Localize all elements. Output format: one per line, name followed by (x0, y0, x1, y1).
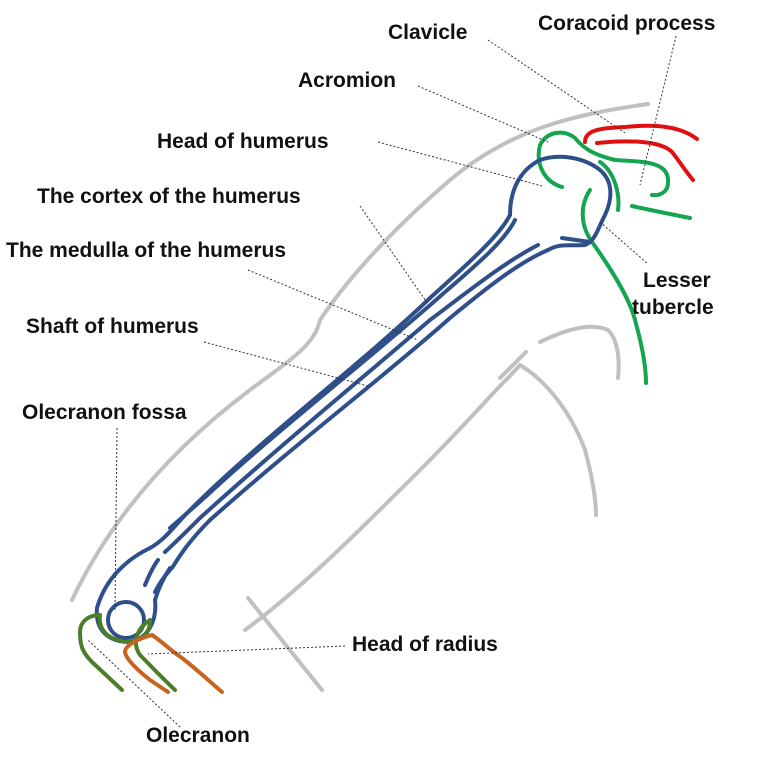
leader-coracoid-process (639, 35, 677, 186)
label-acromion: Acromion (298, 69, 396, 92)
leader-medulla-of-humerus (247, 269, 419, 341)
shoulder-blade-outline (538, 324, 621, 380)
label-head-of-humerus: Head of humerus (157, 130, 329, 153)
forearm-outline (246, 596, 324, 692)
leader-olecranon (87, 639, 181, 728)
leader-head-of-humerus (377, 141, 543, 187)
arm-lower-outline (243, 363, 598, 632)
labels: Clavicle Coracoid process Acromion Head … (6, 12, 715, 747)
humerus-medulla-line-4 (153, 568, 172, 594)
label-lesser-tubercle-line2: tubercle (632, 296, 714, 319)
label-lesser-tubercle-line1: Lesser (643, 269, 711, 292)
label-olecranon: Olecranon (146, 724, 250, 747)
label-head-of-radius: Head of radius (352, 633, 498, 656)
leader-lesser-tubercle (599, 221, 649, 265)
label-medulla-of-humerus: The medulla of the humerus (6, 239, 286, 262)
label-cortex-of-humerus: The cortex of the humerus (37, 185, 301, 208)
humerus-lesser-tubercle-notch (560, 236, 592, 244)
label-coracoid-process: Coracoid process (538, 12, 715, 35)
ulna-bone (78, 613, 177, 692)
leader-shaft-of-humerus (203, 341, 369, 387)
label-shaft-of-humerus: Shaft of humerus (26, 315, 199, 338)
leader-clavicle (487, 39, 626, 134)
humerus-bone (94, 154, 613, 644)
clavicle-bone (583, 123, 699, 182)
arm-upper-outline (70, 102, 650, 602)
leader-head-of-radius (147, 645, 346, 655)
label-clavicle: Clavicle (388, 21, 467, 44)
humerus-head (508, 154, 613, 252)
leader-lines (87, 35, 677, 728)
olecranon-fossa-ring (106, 600, 146, 640)
body-outline (70, 102, 650, 692)
leader-olecranon-fossa (114, 427, 118, 611)
humerus-medulla-line-2 (163, 243, 540, 554)
humerus-medulla-line-1 (168, 218, 517, 530)
humerus-medulla-line-3 (143, 558, 160, 587)
humerus-cortex-outer-upper (94, 213, 512, 644)
leader-acromion (417, 85, 549, 143)
label-olecranon-fossa: Olecranon fossa (22, 401, 187, 424)
radius-bone (123, 633, 224, 694)
humerus-cortex-outer-lower (170, 248, 550, 570)
scapula-bone (536, 130, 692, 385)
arm-contour-outline (498, 350, 528, 380)
